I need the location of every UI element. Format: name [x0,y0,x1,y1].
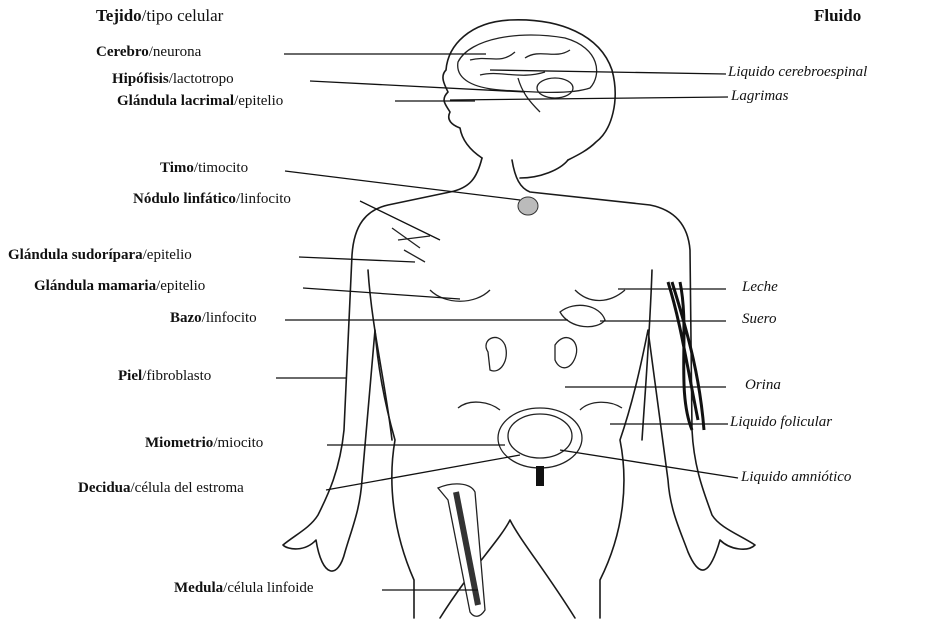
leader-sudoripara [299,257,415,262]
tissue-label-decidua: Decidua/célula del estroma [78,480,244,497]
tissue-label-piel: Piel/fibroblasto [118,368,211,385]
uterus-outer [498,408,582,468]
lymph-cluster [392,228,430,262]
uterus-inner [508,414,572,458]
leader-cefalorraquideo [490,70,726,74]
tissue-label-medula: Medula/célula linfoide [174,580,314,597]
fluid-label-lagrimas: Lagrimas [731,88,789,105]
tissue-label-sudoripara: Glándula sudorípara/epitelio [8,247,192,264]
leader-decidua [326,455,520,490]
cerebellum [537,78,573,98]
leader-lagrimas [450,97,728,100]
tissue-label-timo: Timo/timocito [160,160,248,177]
right-kidney [555,338,577,368]
tissue-label-bazo: Bazo/linfocito [170,310,257,327]
spleen [560,305,605,326]
brain-stem [518,78,540,112]
leader-timo [285,171,520,200]
header-tissue: Tejido/tipo celular [96,6,223,26]
leader-amniotico [560,450,738,478]
brain-shape [458,35,597,92]
cervix [536,466,544,486]
leader-mamaria [303,288,460,299]
tissue-label-hipofisis: Hipófisis/lactotropo [112,71,234,88]
header-tissue-text: Tejido/tipo celular [96,6,223,25]
tissue-label-mamaria: Glándula mamaria/epitelio [34,278,205,295]
thymus [518,197,538,215]
jaw [520,160,568,178]
left-kidney [486,337,506,371]
ovaries [458,402,622,410]
right-breast [575,290,625,301]
leader-hipofisis [310,81,525,92]
arm-vessels [668,282,704,430]
fluid-label-suero: Suero [742,311,776,328]
left-arm-inner [368,270,392,440]
head-outline [443,20,615,160]
fluid-label-leche: Leche [742,279,778,296]
header-fluid: Fluido [814,6,861,26]
fluid-label-orina: Orina [745,377,781,394]
tissue-label-cerebro: Cerebro/neurona [96,44,201,61]
tissue-label-miometrio: Miometrio/miocito [145,435,263,452]
fluid-label-cefalorraquideo: Liquido cerebroespinal [728,64,867,81]
tissue-label-nodulo: Nódulo linfático/linfocito [133,191,291,208]
fluid-label-folicular: Liquido folicular [730,414,832,431]
tissue-label-lacrimal: Glándula lacrimal/epitelio [117,93,283,110]
left-breast [430,290,490,301]
fluid-label-amniotico: Liquido amniótico [741,469,851,486]
